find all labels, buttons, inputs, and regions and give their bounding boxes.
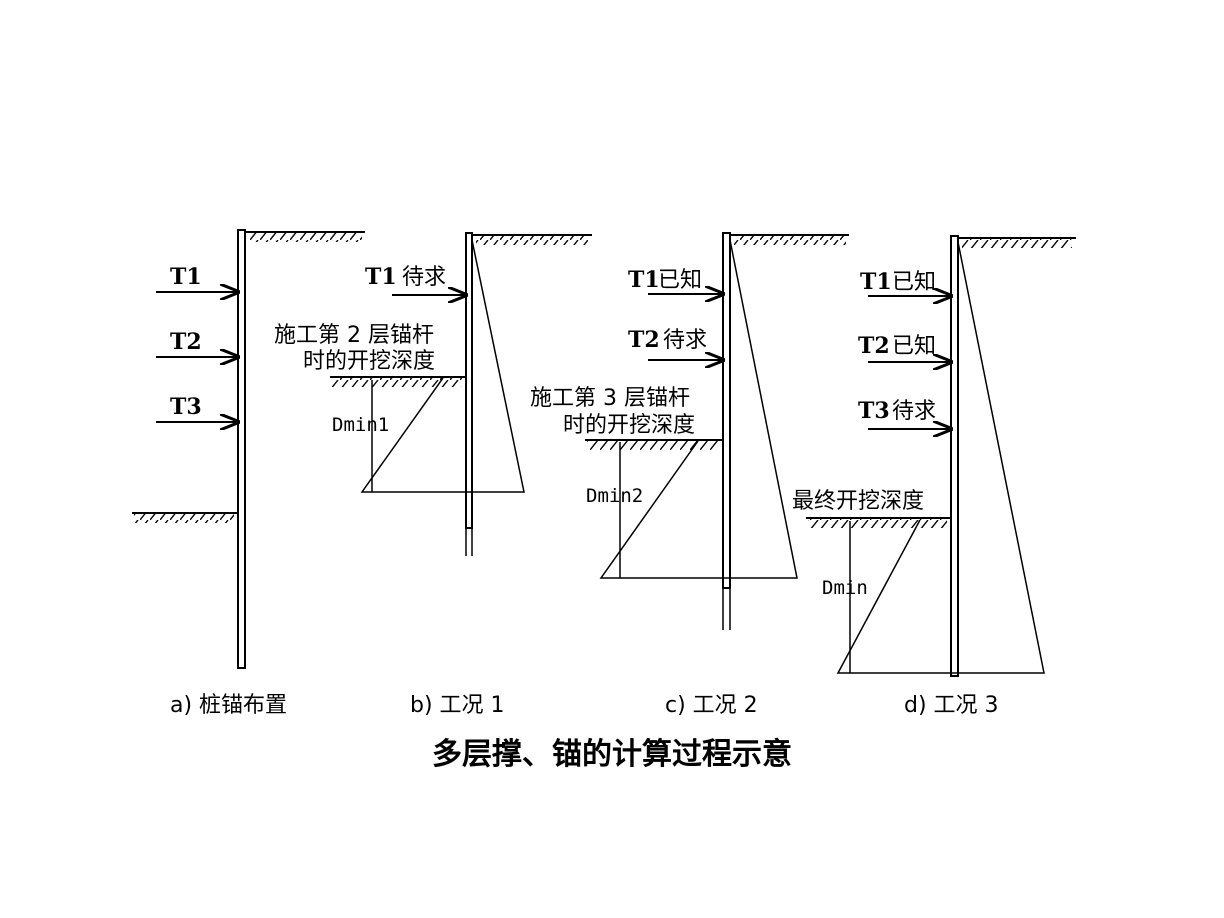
- excavation-hatch-c: [587, 441, 719, 450]
- status-t1-d: 已知: [892, 270, 936, 295]
- excavation-note-line1-c: 施工第 3 层锚杆: [530, 386, 690, 411]
- ground-hatch-a: [250, 233, 362, 242]
- status-t1-c: 已知: [658, 268, 702, 293]
- load-label-t1-d: T1: [860, 269, 892, 295]
- pile-d: [950, 235, 959, 677]
- load-label-t2-d: T2: [858, 333, 890, 359]
- status-t2-d: 已知: [892, 334, 936, 359]
- depth-label-b: Dmin1: [332, 414, 389, 436]
- load-label-t2-c: T2: [628, 327, 660, 353]
- panel-b: T1 待求 Dmin1 施工第 2 层锚杆 时的开挖深度 b) 工况 1: [274, 232, 592, 718]
- load-label-t2-a: T2: [170, 329, 202, 355]
- status-t3-d: 待求: [892, 399, 936, 424]
- status-t1-b: 待求: [402, 265, 446, 290]
- load-label-t1-b: T1: [365, 264, 397, 290]
- excavation-hatch-d: [808, 519, 947, 528]
- pressure-diagram-d: [836, 241, 1045, 674]
- pressure-diagram-b: [360, 239, 525, 493]
- ground-hatch-c: [734, 236, 846, 245]
- excavation-hatch-b: [332, 378, 462, 387]
- ground-hatch-b: [476, 236, 588, 245]
- status-t2-c: 待求: [663, 328, 707, 353]
- pressure-diagram-c: [599, 239, 798, 579]
- excavation-note-line1-b: 施工第 2 层锚杆: [274, 323, 434, 348]
- excavation-hatch-a: [134, 514, 234, 523]
- pile-a: [237, 229, 246, 669]
- load-label-t1-a: T1: [170, 264, 202, 290]
- caption-c: c) 工况 2: [665, 693, 758, 718]
- panel-a: T1 T2 T3 a) 桩锚布置: [132, 229, 365, 718]
- caption-b: b) 工况 1: [410, 693, 505, 718]
- load-label-t1-c: T1: [628, 267, 660, 293]
- caption-d: d) 工况 3: [904, 693, 999, 718]
- excavation-note-line2-b: 时的开挖深度: [303, 349, 435, 374]
- panel-c: T1 已知 T2 待求 Dmin2 施工第 3 层锚杆 时的开挖深度 c) 工况…: [530, 232, 849, 718]
- excavation-note-line2-c: 时的开挖深度: [563, 413, 695, 438]
- pile-b: [465, 232, 473, 529]
- load-label-t3-d: T3: [858, 398, 890, 424]
- panel-d: T1 已知 T2 已知 T3 待求 Dmin 最终开挖深度 d) 工况 3: [792, 235, 1076, 718]
- ground-hatch-d: [962, 239, 1072, 248]
- excavation-note-d: 最终开挖深度: [792, 489, 924, 514]
- figure-title: 多层撑、锚的计算过程示意: [432, 737, 792, 772]
- caption-a: a) 桩锚布置: [170, 693, 287, 718]
- pile-c: [722, 232, 731, 589]
- depth-label-d: Dmin: [822, 577, 868, 599]
- load-label-t3-a: T3: [170, 394, 202, 420]
- depth-label-c: Dmin2: [586, 485, 643, 507]
